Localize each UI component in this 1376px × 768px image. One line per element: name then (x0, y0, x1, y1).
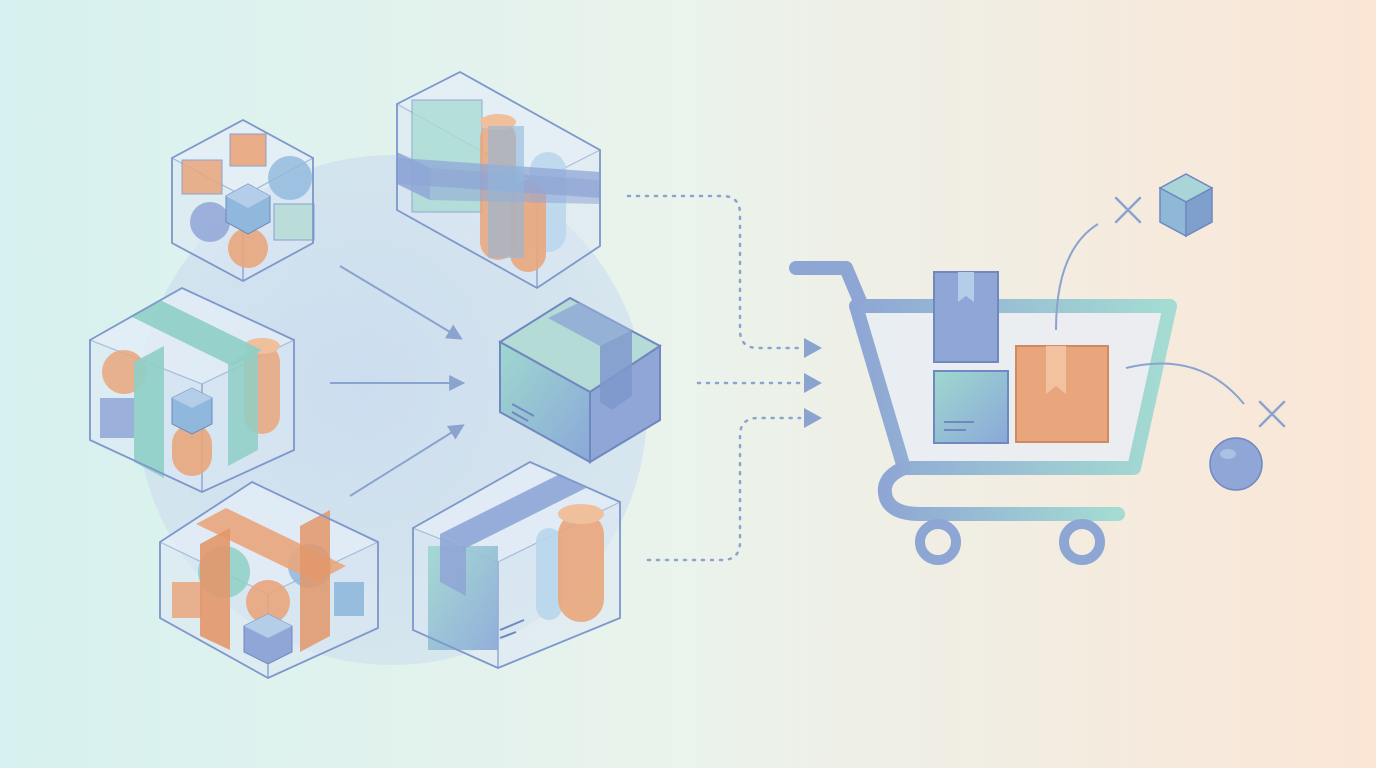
arrow-right-icon (804, 338, 822, 358)
arrow-right-icon (349, 424, 465, 497)
arrow-right-icon (804, 408, 822, 428)
glass-box-icon (411, 460, 622, 669)
arrowheads-to-cart (804, 338, 822, 428)
dotted-paths (626, 194, 802, 562)
close-x-icon (1258, 400, 1286, 428)
close-x-icon (1114, 196, 1142, 224)
glass-box-icon (88, 286, 296, 493)
glass-box-icon (395, 70, 602, 290)
glass-box-icon (170, 118, 315, 283)
shopping-cart-icon (789, 261, 1177, 565)
arrows-to-box (330, 265, 466, 497)
small-cube-icon (1158, 173, 1214, 238)
arrow-right-icon (804, 373, 822, 393)
sphere-icon (1209, 437, 1263, 491)
packed-box-icon (498, 296, 662, 464)
arrow-right-icon (339, 265, 463, 340)
floating-items (1055, 173, 1286, 491)
glass-box-icon (158, 480, 380, 680)
cart-box-teal (933, 370, 1009, 444)
